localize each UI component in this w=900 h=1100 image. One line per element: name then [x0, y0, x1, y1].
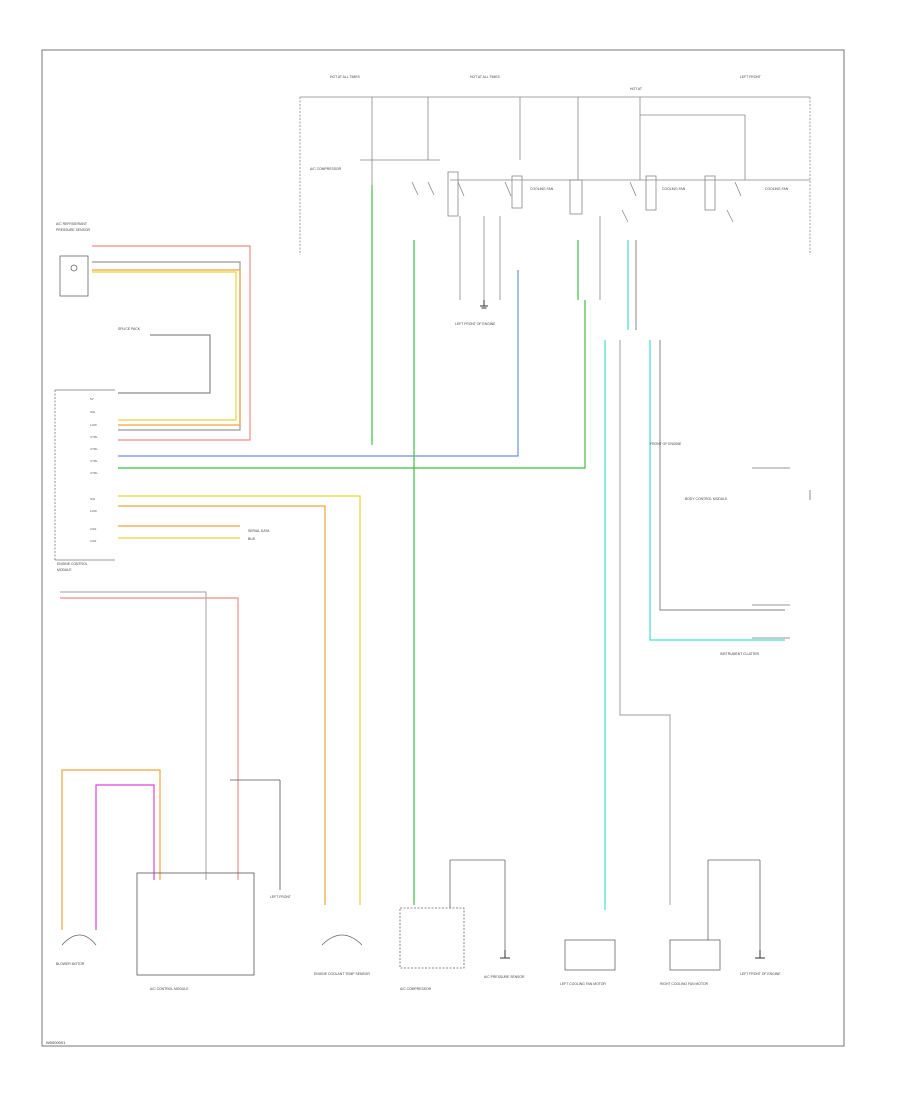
label-ect-sensor: ENGINE COOLANT TEMP SENSOR	[314, 972, 370, 976]
ambient-temp-sensor	[59, 255, 89, 297]
svg-text:CAN: CAN	[90, 539, 96, 543]
svg-text:CAN: CAN	[90, 527, 96, 531]
svg-text:SIG: SIG	[90, 497, 96, 501]
label-ecm-2: MODULE	[57, 568, 72, 572]
label-fuse-3: HOT AT	[630, 87, 642, 91]
frame-code: W0000001	[46, 1040, 66, 1045]
label-ecm: ENGINE CONTROL	[57, 562, 88, 566]
label-fuse-2: HOT AT ALL TIMES	[470, 75, 501, 79]
svg-text:5V: 5V	[90, 397, 94, 401]
svg-text:CTRL: CTRL	[90, 471, 98, 475]
wire-yellow-sig	[92, 271, 237, 421]
label-blower-motor: BLOWER MOTOR	[56, 962, 85, 966]
label-data-link-2: BUS	[248, 537, 256, 541]
label-right-2: BODY CONTROL MODULE	[685, 497, 728, 501]
feed-wires	[371, 185, 785, 910]
blower-motor	[61, 769, 161, 946]
label-relay-3: COOLING FAN	[662, 187, 686, 191]
label-fuse-4: LEFT FRONT	[740, 75, 761, 79]
label-right-1: FRONT OF ENGINE	[650, 442, 682, 446]
label-relay-4: COOLING FAN	[765, 187, 789, 191]
engine-coolant-temp-sensor	[321, 934, 363, 946]
label-ground-g104: LEFT FRONT OF ENGINE	[740, 972, 781, 976]
wire-cyan-right	[649, 340, 785, 641]
wire-green-ctrl	[118, 300, 586, 469]
svg-text:LOW: LOW	[90, 509, 97, 513]
label-ambient-sensor-2: PRESSURE SENSOR	[56, 228, 90, 232]
label-right-3: INSTRUMENT CLUSTER	[720, 652, 759, 656]
svg-text:CTRL: CTRL	[90, 459, 98, 463]
label-ambient-sensor: A/C REFRIGERANT	[56, 222, 87, 226]
wire-orange-sig	[92, 269, 241, 426]
svg-text:CTRL: CTRL	[90, 435, 98, 439]
label-data-link: SERIAL DATA	[248, 529, 270, 533]
ac-control-module	[136, 779, 281, 976]
wire-gray-5v	[92, 261, 241, 431]
label-right-fan: RIGHT COOLING FAN MOTOR	[660, 982, 709, 986]
ground-symbol	[480, 300, 488, 309]
ac-pressure-sensor	[500, 950, 510, 959]
label-ac-pressure-sensor: A/C PRESSURE SENSOR	[484, 975, 525, 979]
right-cooling-fan	[669, 859, 761, 971]
label-fuse-1: HOT AT ALL TIMES	[330, 75, 361, 79]
wire-yellow-ect	[118, 495, 361, 905]
label-ac-compressor: A/C COMPRESSOR	[400, 987, 432, 991]
svg-text:SIG: SIG	[90, 410, 96, 414]
wire-pink-feed	[92, 245, 251, 441]
ecm-wires	[60, 245, 586, 905]
wire-gray-left-fan	[619, 340, 671, 905]
svg-text:LOW: LOW	[90, 423, 97, 427]
ground-symbol-right	[755, 950, 765, 959]
label-relay-2: COOLING FAN	[530, 187, 554, 191]
label-spliced: SPLICE PACK	[118, 327, 141, 331]
right-side-components	[752, 467, 811, 639]
ac-compressor	[399, 859, 506, 969]
label-ground-g102: LEFT FRONT	[270, 895, 291, 899]
label-left-fan: LEFT COOLING FAN MOTOR	[560, 982, 606, 986]
label-ground-g101: LEFT FRONT OF ENGINE	[455, 322, 496, 326]
left-cooling-fan	[564, 939, 616, 971]
wire-gray-right	[659, 340, 785, 611]
pin-labels: 5V SIG LOW CTRL CTRL CTRL CTRL SIG LOW C…	[90, 397, 98, 543]
svg-text:CTRL: CTRL	[90, 447, 98, 451]
diagram-frame	[41, 49, 845, 1047]
fuse-relay-block	[299, 96, 811, 300]
wire-gray-ref	[118, 334, 211, 394]
label-ac-control-module: A/C CONTROL MODULE	[150, 987, 189, 991]
label-relay-1: A/C COMPRESSOR	[310, 167, 342, 171]
engine-control-module	[54, 389, 115, 561]
wire-pink-tc	[60, 597, 239, 880]
wire-blue-ctrl	[118, 270, 519, 457]
wire-gray-tc	[60, 591, 207, 880]
wire-orange-ect	[118, 505, 326, 905]
